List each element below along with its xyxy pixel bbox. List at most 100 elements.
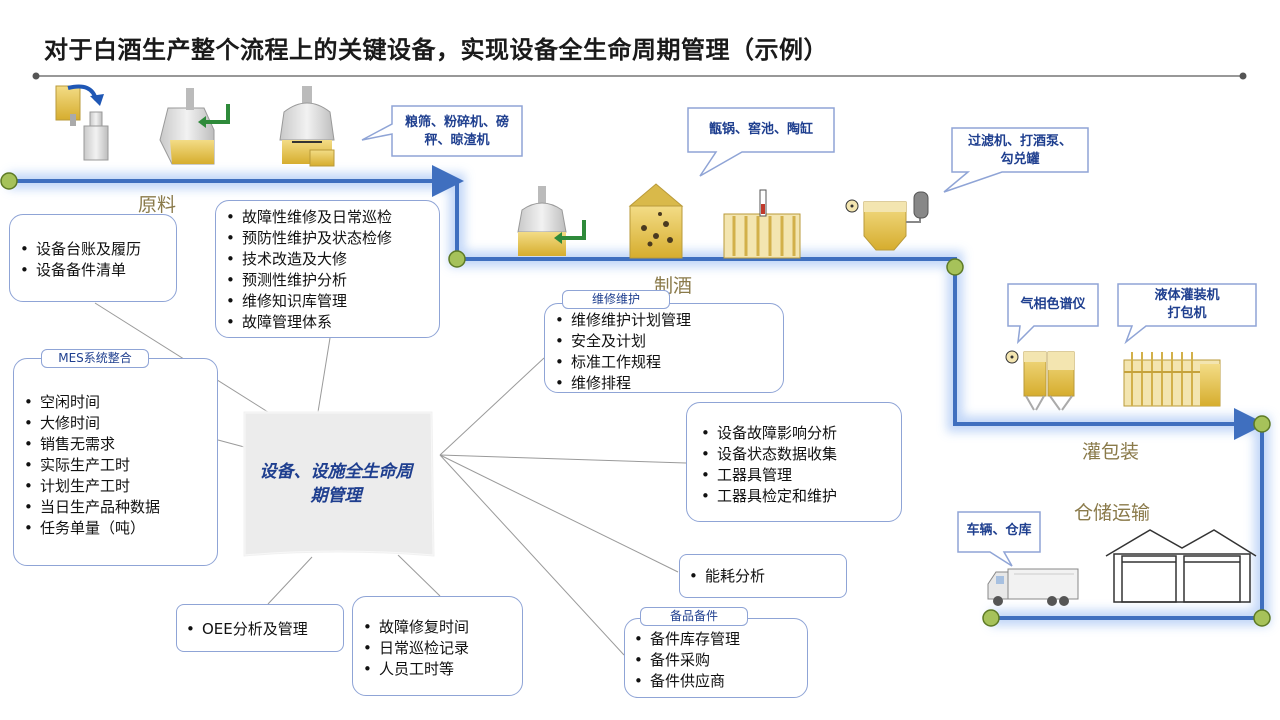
connector-fault	[439, 454, 687, 464]
callout-line: 勾兑罐	[1000, 152, 1040, 167]
center-title-line: 期管理	[310, 486, 362, 506]
flow-node-brew-end	[946, 258, 964, 276]
callout-line: 甑锅、窖池、陶缸	[708, 122, 813, 137]
connector-spare	[439, 454, 625, 656]
list-item: 故障修复时间	[359, 617, 522, 638]
connector-ledger	[94, 302, 269, 413]
list-item: 工器具检定和维护	[697, 486, 901, 507]
list-item: 人员工时等	[359, 659, 522, 680]
cellar-pit-illustration	[628, 183, 684, 259]
steamer-illustration	[279, 86, 335, 167]
sieve-hopper-illustration	[55, 84, 109, 161]
center-title: 设备、设施全生命周 期管理	[246, 460, 426, 508]
callout-filter-equipment: 过滤机、打酒泵、 勾兑罐	[952, 133, 1088, 169]
list-item: 备件库存管理	[630, 629, 807, 650]
list-item: 空闲时间	[20, 392, 217, 413]
list-item: 维修知识库管理	[222, 291, 439, 312]
callout-line: 秤、晾渣机	[424, 133, 490, 148]
list-item: 当日生产品种数据	[20, 497, 217, 518]
callout-line: 气相色谱仪	[1020, 297, 1086, 312]
flow-node-brew-start	[448, 250, 466, 268]
center-title-line: 设备、设施全生命周	[259, 462, 413, 482]
list-item: 备件采购	[630, 650, 807, 671]
list-item: 技术改造及大修	[222, 249, 439, 270]
spare-box: 备件库存管理 备件采购 备件供应商	[624, 618, 808, 698]
callout-bubble-vehicles	[957, 511, 1041, 567]
list-item: 设备故障影响分析	[697, 423, 901, 444]
callout-brew-equipment: 甑锅、窖池、陶缸	[688, 121, 834, 139]
mes-box: 空闲时间 大修时间 销售无需求 实际生产工时 计划生产工时 当日生产品种数据 任…	[13, 358, 218, 566]
list-item: 预防性维护及状态检修	[222, 228, 439, 249]
energy-box: 能耗分析	[679, 554, 847, 598]
list-item: 工器具管理	[697, 465, 901, 486]
mes-tag: MES系统整合	[41, 349, 149, 368]
list-item: 故障管理体系	[222, 312, 439, 333]
flow-node-storage-left	[982, 609, 1000, 627]
filling-machine-illustration	[1123, 352, 1221, 407]
callout-bubble-filling	[1117, 283, 1257, 345]
callout-line: 液体灌装机	[1154, 288, 1220, 303]
connector-maintain	[439, 357, 545, 456]
connector-oee	[267, 556, 313, 605]
stage-label-fill: 灌包装	[1082, 441, 1140, 463]
list-item: 预测性维护分析	[222, 270, 439, 291]
callout-line: 车辆、仓库	[966, 523, 1032, 538]
callout-chromatograph: 气相色谱仪	[1008, 296, 1098, 314]
connector-repair	[397, 554, 441, 597]
callout-raw-equipment: 粮筛、粉碎机、磅 秤、晾渣机	[392, 114, 522, 150]
list-item: 安全及计划	[551, 331, 783, 352]
crusher-illustration	[159, 88, 230, 165]
oee-box: OEE分析及管理	[176, 604, 344, 652]
callout-bubble-brew	[687, 107, 835, 177]
list-item: OEE分析及管理	[182, 619, 343, 640]
page-title: 对于白酒生产整个流程上的关键设备，实现设备全生命周期管理（示例）	[44, 36, 828, 64]
repair-box: 故障修复时间 日常巡检记录 人员工时等	[352, 596, 523, 696]
list-item: 故障性维修及日常巡检	[222, 207, 439, 228]
stage-label-raw: 原料	[138, 194, 177, 216]
callout-bubble-filter	[943, 127, 1089, 193]
title-rule-end	[1239, 72, 1247, 80]
list-item: 大修时间	[20, 413, 217, 434]
list-item: 标准工作规程	[551, 352, 783, 373]
title-rule-start	[32, 72, 40, 80]
list-item: 设备备件清单	[16, 260, 176, 281]
list-item: 维修维护计划管理	[551, 310, 783, 331]
callout-vehicles: 车辆、仓库	[958, 522, 1040, 540]
stage-label-storage: 仓储运输	[1074, 502, 1151, 524]
maintain-tag: 维修维护	[562, 290, 670, 309]
list-item: 设备台账及履历	[16, 239, 176, 260]
list-item: 能耗分析	[685, 566, 846, 587]
callout-bubble-chromatograph	[1007, 283, 1099, 345]
pottery-jar-illustration	[723, 189, 801, 259]
maintenance-types-box: 故障性维修及日常巡检 预防性维护及状态检修 技术改造及大修 预测性维护分析 维修…	[215, 200, 440, 338]
callout-line: 粮筛、粉碎机、磅	[404, 115, 509, 130]
list-item: 日常巡检记录	[359, 638, 522, 659]
connector-maintenance-types	[317, 337, 331, 413]
list-item: 实际生产工时	[20, 455, 217, 476]
connector-energy	[439, 454, 679, 573]
fault-box: 设备故障影响分析 设备状态数据收集 工器具管理 工器具检定和维护	[686, 402, 902, 522]
filter-tank-illustration	[845, 191, 929, 251]
callout-bubble-raw	[361, 105, 523, 157]
distiller-illustration	[517, 186, 586, 256]
list-item: 备件供应商	[630, 671, 807, 692]
warehouse-illustration	[1105, 529, 1257, 603]
list-item: 任务单量（吨）	[20, 518, 217, 539]
flow-node-fill-end	[1253, 415, 1271, 433]
callout-line: 打包机	[1167, 306, 1207, 321]
chromatograph-illustration	[1005, 350, 1075, 411]
ledger-box: 设备台账及履历 设备备件清单	[9, 214, 177, 302]
maintain-box: 维修维护计划管理 安全及计划 标准工作规程 维修排程	[544, 303, 784, 394]
list-item: 设备状态数据收集	[697, 444, 901, 465]
center-card	[242, 410, 436, 558]
flow-node-start	[0, 172, 18, 190]
truck-illustration	[987, 568, 1079, 606]
flow-node-storage-right	[1253, 609, 1271, 627]
list-item: 销售无需求	[20, 434, 217, 455]
list-item: 维修排程	[551, 373, 783, 394]
spare-tag: 备品备件	[640, 607, 748, 626]
callout-line: 过滤机、打酒泵、	[967, 134, 1072, 149]
list-item: 计划生产工时	[20, 476, 217, 497]
callout-filling-machine: 液体灌装机 打包机	[1118, 287, 1256, 323]
